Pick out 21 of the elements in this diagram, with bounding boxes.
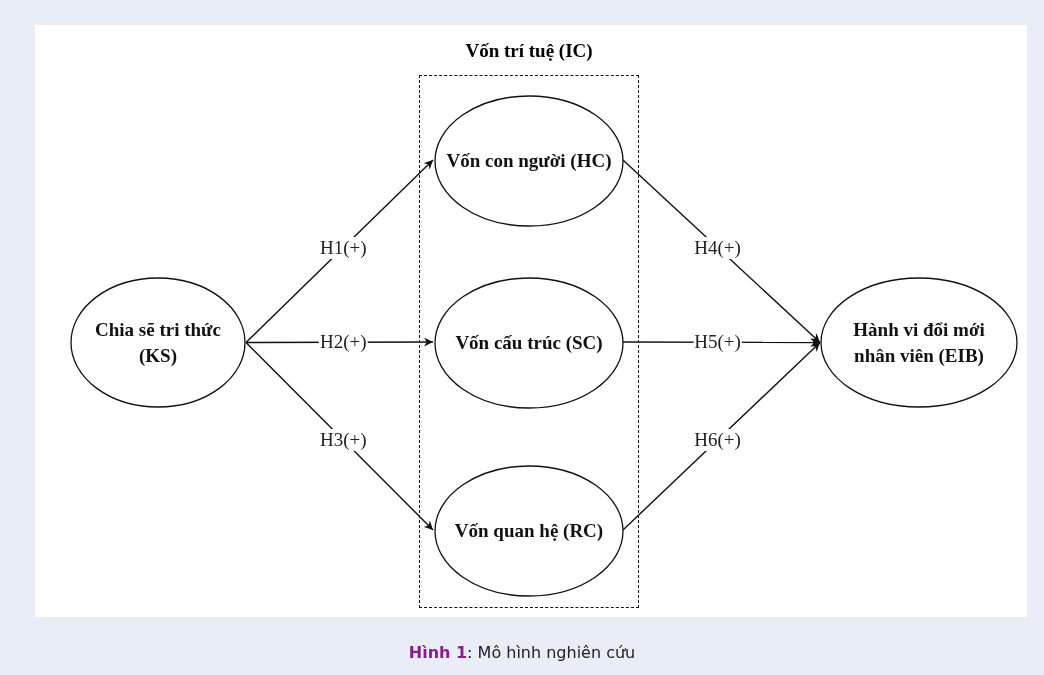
edge-label: H2(+) (318, 331, 368, 354)
edge-label: H1(+) (318, 236, 368, 259)
figure-caption: Hình 1: Mô hình nghiên cứu (407, 643, 637, 662)
construct-ellipse (434, 95, 624, 227)
edge-label: H6(+) (693, 429, 742, 451)
construct-label: Chia sẽ tri thức (KS) (94, 317, 222, 368)
construct-ellipse (434, 465, 624, 597)
construct-label: Hành vi đổi mới nhân viên (EIB) (852, 317, 986, 368)
edge-label: H5(+) (693, 331, 742, 354)
edge-label: H4(+) (693, 236, 742, 259)
construct-ellipse (820, 277, 1018, 408)
edge-label: H3(+) (318, 429, 368, 451)
construct-ellipse (434, 277, 624, 409)
construct-label: Vốn cấu trúc (SC) (454, 331, 604, 355)
construct-ellipse (70, 277, 246, 408)
construct-label: Vốn con người (HC) (445, 149, 613, 173)
arrow (245, 341, 434, 531)
construct-label: Vốn quan hệ (RC) (453, 519, 605, 543)
group-heading: Vốn trí tuệ (IC) (464, 40, 594, 62)
arrow (622, 341, 821, 531)
arrow (245, 159, 434, 344)
